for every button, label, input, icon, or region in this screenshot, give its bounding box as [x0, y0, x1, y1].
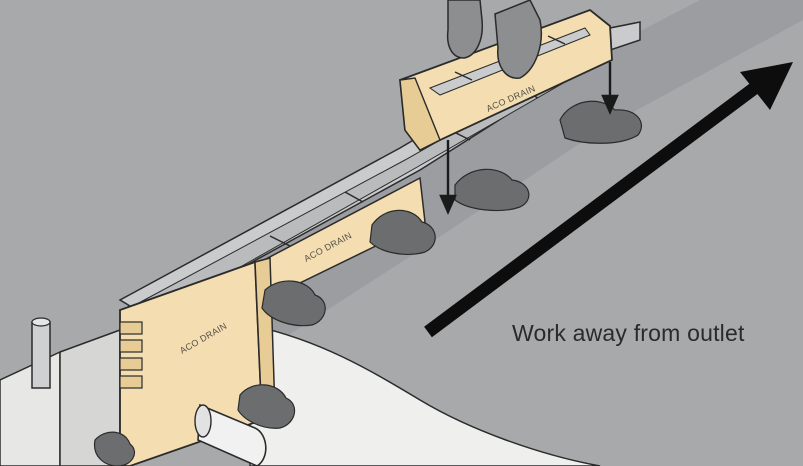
placement-arrows	[439, 62, 619, 215]
outlet-knockouts	[119, 321, 143, 389]
direction-caption: Work away from outlet	[512, 320, 745, 346]
channel-section-lowered-end	[399, 77, 441, 151]
slab-side	[59, 328, 121, 466]
concrete-clumps	[93, 100, 643, 466]
gloved-hands-icon	[446, 0, 542, 79]
bedding-face	[249, 324, 601, 466]
outlet-pipe-end	[194, 404, 212, 438]
diagonal-arrow-icon	[424, 62, 793, 338]
marker-post-top	[31, 317, 51, 327]
marker-post	[31, 321, 51, 389]
